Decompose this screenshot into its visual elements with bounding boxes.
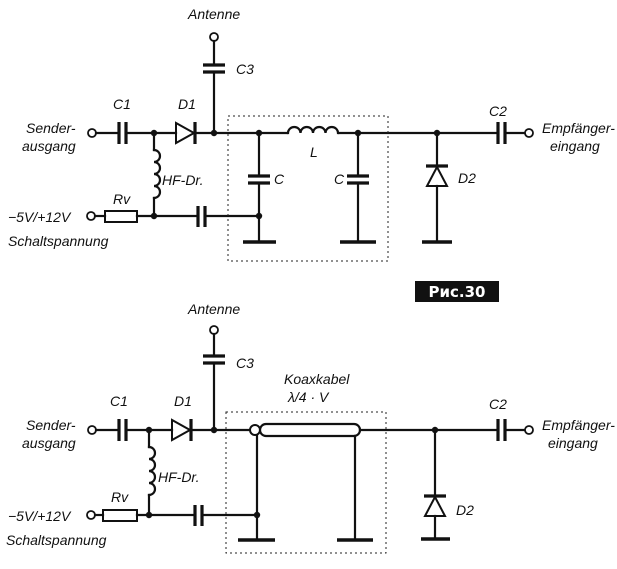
hf-choke-coil bbox=[152, 148, 162, 200]
junction-dot bbox=[150, 212, 158, 220]
label-koax-length: λ/4 · V bbox=[287, 389, 330, 405]
diode-d2 bbox=[425, 164, 449, 187]
label-c1: C1 bbox=[110, 393, 128, 409]
label-l: L bbox=[310, 144, 318, 160]
diode-d2 bbox=[423, 494, 447, 517]
label-rv: Rv bbox=[113, 191, 131, 207]
antenna-terminal bbox=[209, 32, 219, 42]
label-hf-choke: HF-Dr. bbox=[162, 172, 203, 188]
coax-cable bbox=[258, 422, 362, 438]
label-c-right: C bbox=[334, 171, 345, 187]
label-schaltspannung: Schaltspannung bbox=[8, 233, 109, 249]
label-c-left: C bbox=[274, 171, 285, 187]
junction-dot bbox=[255, 129, 263, 137]
label-rv: Rv bbox=[111, 489, 129, 505]
label-c2: C2 bbox=[489, 396, 507, 412]
label-d1: D1 bbox=[178, 96, 196, 112]
badge-background bbox=[415, 281, 499, 302]
label-supply: −5V/+12V bbox=[8, 209, 72, 225]
label-sender-2: ausgang bbox=[22, 435, 76, 451]
label-c2: C2 bbox=[489, 103, 507, 119]
junction-dot bbox=[210, 426, 218, 434]
label-d2: D2 bbox=[456, 502, 474, 518]
junction-dot bbox=[431, 426, 439, 434]
label-c3: C3 bbox=[236, 355, 254, 371]
antenna-terminal bbox=[209, 325, 219, 335]
junction-dot bbox=[255, 212, 263, 220]
badge-text: Рис.30 bbox=[429, 283, 486, 301]
supply-terminal bbox=[86, 211, 96, 221]
label-hf-choke: HF-Dr. bbox=[158, 469, 199, 485]
label-antenna: Antenne bbox=[187, 6, 240, 22]
label-supply: −5V/+12V bbox=[8, 508, 72, 524]
label-d2: D2 bbox=[458, 170, 476, 186]
label-empf-1: Empfänger- bbox=[542, 120, 615, 136]
diode-d1 bbox=[171, 418, 193, 442]
junction-dot bbox=[354, 129, 362, 137]
label-empf-2: eingang bbox=[548, 435, 598, 451]
label-sender-1: Sender- bbox=[26, 120, 76, 136]
junction-dot bbox=[145, 426, 153, 434]
coax-inner-conductor-end bbox=[249, 424, 261, 436]
junction-dot bbox=[210, 129, 218, 137]
label-c1: C1 bbox=[113, 96, 131, 112]
inductor-l bbox=[286, 125, 340, 135]
junction-dot bbox=[433, 129, 441, 137]
label-antenna: Antenne bbox=[187, 301, 240, 317]
empfaenger-terminal bbox=[524, 425, 534, 435]
figure-badge: Рис.30 bbox=[415, 281, 499, 302]
junction-dot bbox=[150, 129, 158, 137]
empfaenger-terminal bbox=[524, 128, 534, 138]
circuit-top: Antenne C3 C1 D1 C2 L C C HF-Dr. Rv D2 S… bbox=[8, 6, 615, 262]
junction-dot bbox=[145, 511, 153, 519]
sender-terminal bbox=[87, 128, 97, 138]
label-c3: C3 bbox=[236, 61, 254, 77]
label-sender-2: ausgang bbox=[22, 138, 76, 154]
coax-box bbox=[225, 411, 387, 554]
label-d1: D1 bbox=[174, 393, 192, 409]
sender-terminal bbox=[87, 425, 97, 435]
supply-terminal bbox=[86, 510, 96, 520]
label-sender-1: Sender- bbox=[26, 417, 76, 433]
label-empf-2: eingang bbox=[550, 138, 600, 154]
label-koaxkabel: Koaxkabel bbox=[284, 371, 350, 387]
resistor-rv bbox=[102, 509, 138, 522]
diode-d1 bbox=[175, 121, 197, 145]
label-schaltspannung: Schaltspannung bbox=[6, 532, 107, 548]
junction-dot bbox=[253, 511, 261, 519]
hf-choke-coil bbox=[147, 445, 157, 497]
filter-box bbox=[227, 115, 389, 262]
resistor-rv bbox=[104, 210, 138, 223]
circuit-bottom: Antenne C3 C1 D1 C2 Koaxkabel λ/4 · V HF… bbox=[6, 301, 615, 554]
label-empf-1: Empfänger- bbox=[542, 417, 615, 433]
